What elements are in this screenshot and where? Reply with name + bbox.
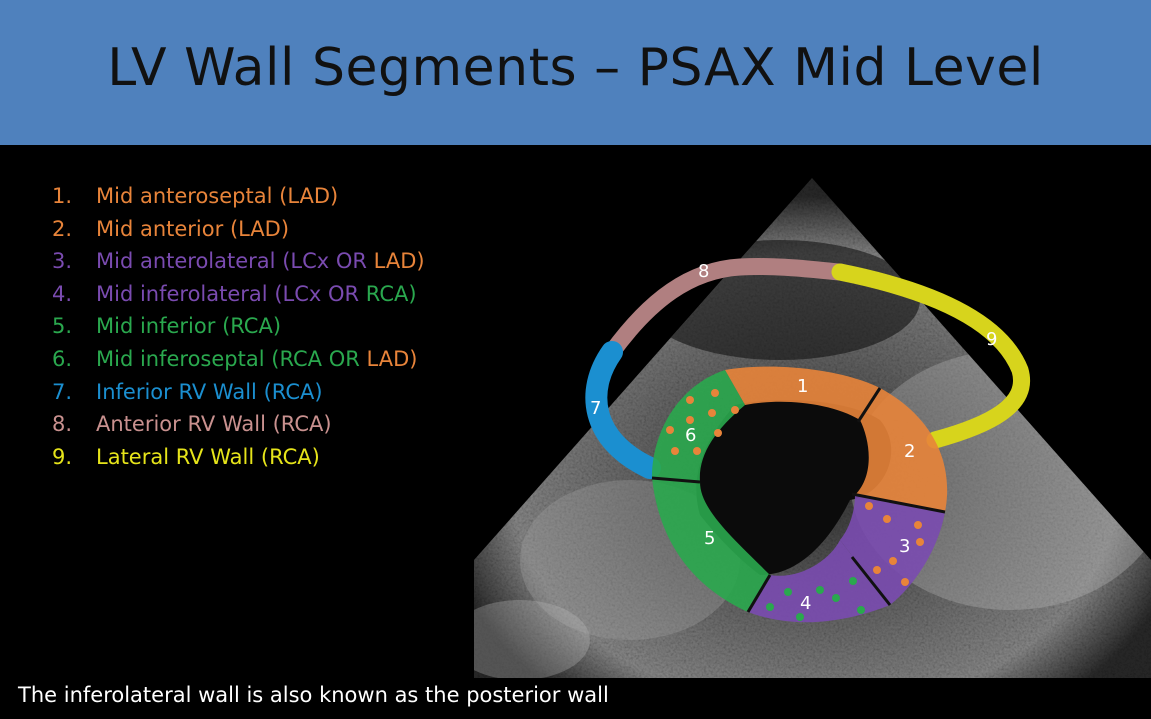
segment-label-5: 5: [704, 528, 715, 549]
segment-label-9: 9: [986, 329, 997, 350]
segment-artery: (LAD): [279, 184, 339, 208]
segment-name: Anterior RV Wall: [96, 412, 266, 437]
segment-label-3: 3: [899, 536, 910, 557]
segment-2-wall: [855, 388, 948, 512]
segment-artery: LAD): [373, 249, 425, 274]
segment-number: 4.: [52, 281, 73, 306]
segment-name: Mid anteroseptal: [96, 184, 273, 208]
segment-name: Mid inferior: [96, 314, 216, 339]
segment-legend-item: 6. Mid inferoseptal (RCA OR LAD): [52, 343, 425, 376]
segment-artery: (RCA): [272, 412, 332, 437]
segment-name: Mid anterior: [96, 216, 224, 241]
segment-label-1: 1: [797, 376, 808, 397]
segment-label-8: 8: [698, 261, 709, 282]
segment-label-2: 2: [904, 441, 915, 462]
segment-9-wall: [831, 263, 1030, 449]
segment-artery: (RCA): [222, 314, 282, 339]
segment-number: 6.: [52, 346, 73, 371]
segment-artery: (RCA OR: [271, 346, 360, 371]
segment-artery: LAD): [366, 346, 418, 371]
segment-legend-item: 2. Mid anterior (LAD): [52, 213, 425, 246]
segment-artery: (RCA): [263, 379, 323, 404]
segment-artery: (LCx OR: [282, 249, 367, 274]
segment-artery: (LCx OR: [274, 281, 360, 306]
segment-name: Mid inferolateral: [96, 281, 268, 306]
lv-cavity: [696, 400, 892, 575]
segment-label-6: 6: [685, 425, 696, 446]
segment-legend-item: 3. Mid anterolateral (LCx OR LAD): [52, 245, 425, 278]
segment-legend-item: 1. Mid anteroseptal (LAD): [52, 180, 425, 213]
footer-note: The inferolateral wall is also known as …: [18, 683, 609, 707]
segment-name: Lateral RV Wall: [96, 444, 255, 469]
segment-number: 9.: [52, 444, 73, 469]
segment-8-wall: [603, 258, 849, 361]
segment-number: 7.: [52, 379, 73, 404]
segment-legend-item: 8. Anterior RV Wall (RCA): [52, 408, 425, 441]
segment-artery: RCA): [365, 281, 417, 306]
segment-legend-item: 5. Mid inferior (RCA): [52, 310, 425, 343]
segment-legend: 1. Mid anteroseptal (LAD) 2. Mid anterior (…: [52, 180, 425, 473]
segment-borders: [651, 387, 946, 613]
segment-number: 5.: [52, 314, 73, 339]
segment-number: 8.: [52, 412, 73, 437]
segment-3-dots: [865, 502, 924, 586]
segment-5-wall: [652, 478, 770, 612]
segment-number: 1.: [52, 184, 73, 208]
segment-artery: (LAD): [229, 216, 290, 241]
segment-4-dots: [766, 577, 865, 621]
segment-legend-item: 9. Lateral RV Wall (RCA): [52, 441, 425, 474]
segment-1-wall: [725, 366, 880, 420]
segment-label-4: 4: [800, 593, 811, 614]
segment-number: 3.: [52, 249, 73, 274]
segment-name: Mid inferoseptal: [96, 346, 272, 371]
segment-label-7: 7: [590, 398, 601, 419]
segment-6-dots: [666, 389, 739, 455]
segment-number: 2.: [52, 216, 73, 241]
title-bar: LV Wall Segments – PSAX Mid Level: [0, 0, 1151, 145]
segment-legend-item: 7. Inferior RV Wall (RCA): [52, 376, 425, 409]
segment-artery: (RCA): [260, 444, 320, 469]
segment-name: Mid anterolateral: [96, 249, 276, 274]
segment-7-wall: [585, 341, 661, 479]
segment-name: Inferior RV Wall: [96, 379, 257, 404]
segment-legend-item: 4. Mid inferolateral (LCx OR RCA): [52, 278, 425, 311]
slide-title: LV Wall Segments – PSAX Mid Level: [107, 38, 1044, 98]
echo-psax-diagram: 1 2 3 4 5 6 7 8 9: [474, 178, 1151, 678]
